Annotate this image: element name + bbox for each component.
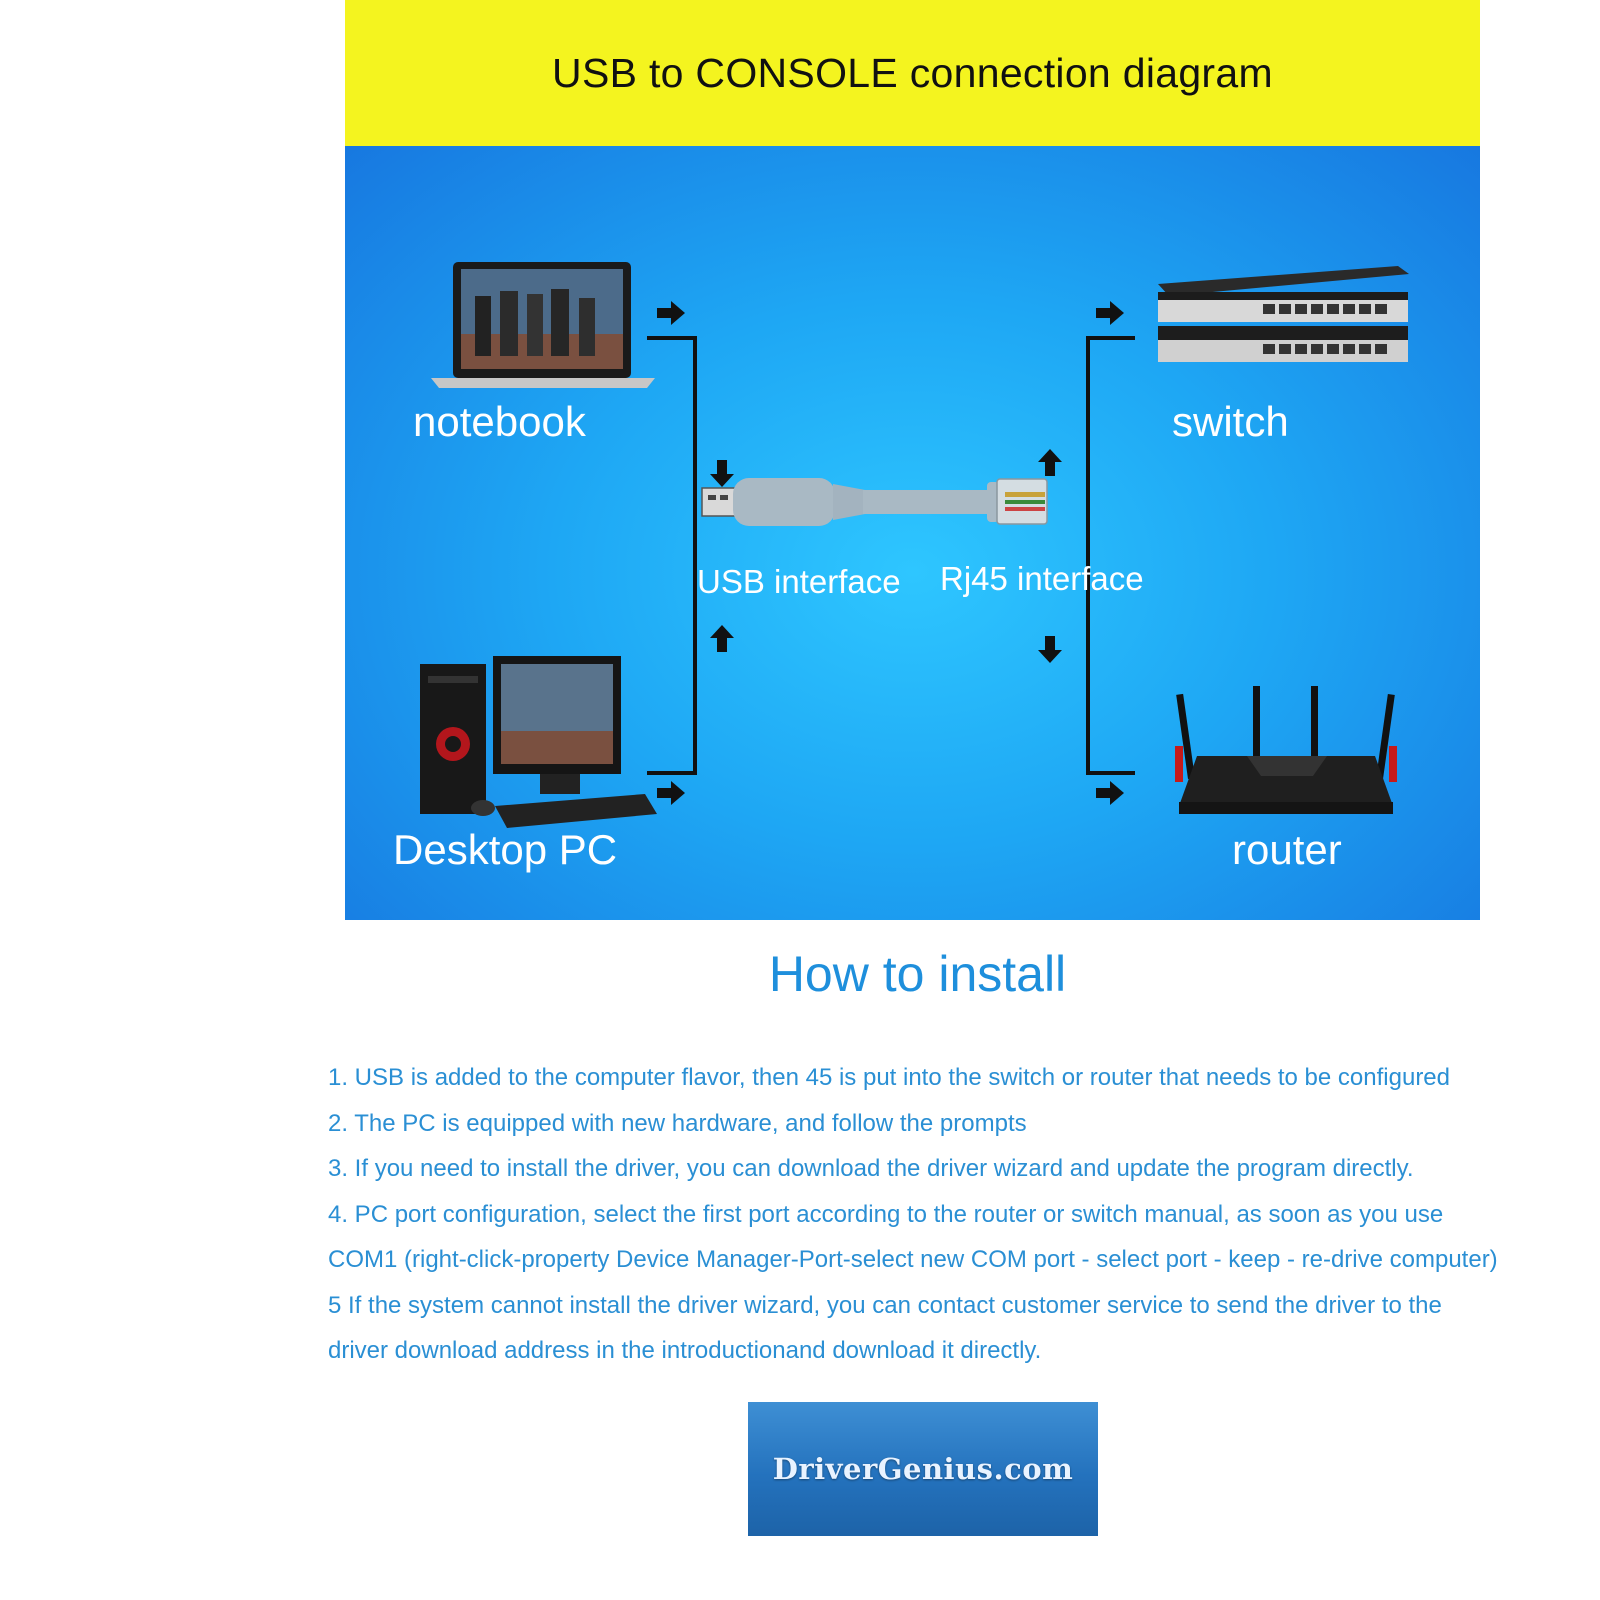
install-heading: How to install (768, 946, 1067, 1002)
install-step-line: 1. USB is added to the computer flavor, … (328, 1064, 1450, 1091)
right-connector-lines (1086, 336, 1135, 775)
network-switch-icon (1158, 266, 1409, 362)
title-band: USB to CONSOLE connection diagram (345, 0, 1480, 146)
arrow-down-icon (1038, 636, 1062, 663)
router-label: router (1232, 826, 1342, 873)
install-step-line: 2. The PC is equipped with new hardware,… (328, 1109, 1027, 1137)
diagram-graphics (420, 262, 1409, 828)
install-step-line: 3. If you need to install the driver, yo… (328, 1155, 1414, 1182)
install-step-line: driver download address in the introduct… (328, 1337, 1042, 1364)
arrow-right-icon (657, 781, 685, 805)
console-cable-icon (701, 478, 1048, 526)
desktop-pc-icon (420, 656, 657, 828)
diagram-panel: notebook Desktop PC switch router USB in… (345, 146, 1480, 920)
install-step-line: COM1 (right-click-property Device Manage… (328, 1246, 1498, 1273)
arrow-down-icon (710, 460, 734, 487)
laptop-icon (431, 262, 655, 388)
switch-label: switch (1172, 398, 1289, 445)
install-step-line: 4. PC port configuration, select the fir… (328, 1200, 1444, 1228)
arrow-up-icon (1038, 449, 1062, 476)
rj45-interface-label: Rj45 interface (940, 560, 1144, 597)
connection-diagram: USB to CONSOLE connection diagram (345, 0, 1480, 920)
install-steps: 1. USB is added to the computer flavor, … (328, 1055, 1600, 1374)
left-connector-lines (647, 336, 697, 775)
arrow-up-icon (710, 625, 734, 652)
router-icon (1175, 686, 1397, 814)
arrow-right-icon (1096, 781, 1124, 805)
notebook-label: notebook (413, 398, 586, 445)
drivergenius-logo[interactable]: DriverGenius.com (748, 1402, 1098, 1536)
usb-interface-label: USB interface (697, 563, 901, 600)
arrow-right-icon (1096, 301, 1124, 325)
arrow-right-icon (657, 301, 685, 325)
desktop-pc-label: Desktop PC (393, 826, 618, 873)
install-step-line: 5 If the system cannot install the drive… (328, 1291, 1442, 1319)
diagram-title: USB to CONSOLE connection diagram (552, 50, 1273, 96)
logo-text: DriverGenius.com (772, 1452, 1074, 1486)
